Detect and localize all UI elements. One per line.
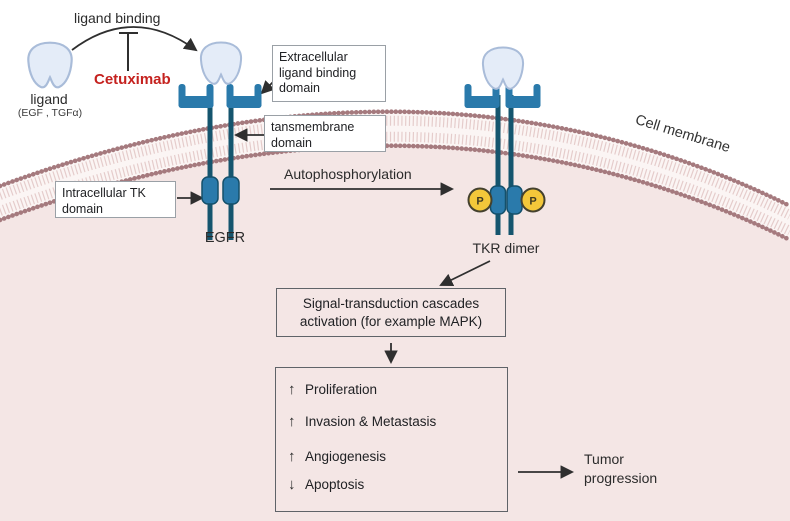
extracellular-domain-box: Extracellular ligand binding domain bbox=[272, 45, 386, 102]
ligand-binding-arrow bbox=[71, 26, 198, 52]
down-arrow-icon: ↓ bbox=[288, 476, 296, 493]
membrane-outer-lipid-heads bbox=[0, 109, 790, 209]
effect-row: ↑ Angiogenesis bbox=[288, 448, 386, 465]
tkr-dimer-receptor: P P bbox=[464, 46, 546, 235]
cetuximab-label: Cetuximab bbox=[94, 71, 171, 88]
signal-transduction-box: Signal-transduction cascades activation … bbox=[276, 288, 506, 337]
autophosphorylation-label: Autophosphorylation bbox=[284, 166, 412, 182]
effect-row: ↑ Invasion & Metastasis bbox=[288, 413, 436, 430]
up-arrow-icon: ↑ bbox=[288, 448, 296, 465]
effect-label: Angiogenesis bbox=[305, 449, 387, 464]
tumor-progression-label: Tumor progression bbox=[584, 451, 658, 486]
phosphate-right: P bbox=[520, 187, 546, 213]
bound-ligand-shape bbox=[199, 41, 243, 85]
phosphate-left-label: P bbox=[476, 196, 483, 208]
up-arrow-icon: ↑ bbox=[288, 381, 296, 398]
cell-interior bbox=[0, 145, 790, 521]
effect-row: ↑ Proliferation bbox=[288, 381, 377, 398]
phosphate-left: P bbox=[467, 187, 493, 213]
tk-domains bbox=[201, 176, 240, 205]
inhibition-tbar bbox=[119, 32, 138, 71]
arrows bbox=[71, 26, 575, 479]
effect-label: Invasion & Metastasis bbox=[305, 414, 437, 429]
dimer-bound-ligand-shape bbox=[481, 46, 525, 90]
tkr-dimer-label: TKR dimer bbox=[472, 240, 540, 256]
ligand-binding-label: ligand binding bbox=[74, 10, 161, 26]
effect-label: Proliferation bbox=[305, 382, 378, 397]
egfr-label: EGFR bbox=[204, 230, 246, 246]
ligand-label: ligand bbox=[30, 91, 68, 107]
effect-row: ↓ Apoptosis bbox=[288, 476, 364, 493]
egfr-receptor bbox=[178, 41, 262, 240]
transmembrane-domain-box: tansmembrane domain bbox=[264, 115, 386, 152]
phosphate-right-label: P bbox=[529, 196, 536, 208]
intracellular-domain-box: Intracellular TK domain bbox=[55, 181, 176, 218]
tkr-to-signal-arrow bbox=[439, 260, 491, 287]
effect-label: Apoptosis bbox=[305, 477, 365, 492]
free-ligand-shape bbox=[27, 41, 73, 89]
ligand-sublabel: (EGF , TGFα) bbox=[17, 107, 83, 119]
effects-box: ↑ Proliferation ↑ Invasion & Metastasis … bbox=[275, 367, 508, 512]
up-arrow-icon: ↑ bbox=[288, 413, 296, 430]
